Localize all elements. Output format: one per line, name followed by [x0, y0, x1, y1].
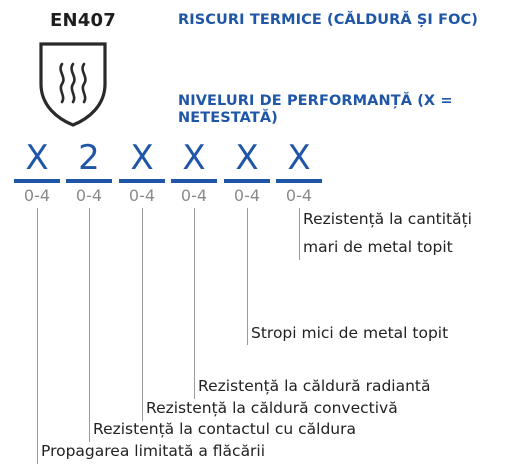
leader-line-5 [247, 208, 248, 345]
hazard-title: RISCURI TERMICE (CĂLDURĂ ȘI FOC) [178, 12, 478, 28]
level-1-underline [14, 179, 60, 183]
description-2: Rezistență la contactul cu căldura [93, 420, 356, 438]
level-2-range: 0-4 [75, 186, 103, 205]
level-4-range: 0-4 [180, 186, 208, 205]
level-5-range: 0-4 [233, 186, 261, 205]
level-2-value: 2 [78, 138, 100, 178]
level-4-underline [171, 179, 217, 183]
leader-line-2 [89, 208, 90, 442]
level-3-value: X [130, 138, 154, 178]
performance-levels-heading: NIVELURI DE PERFORMANȚĂ (X = NETESTATĂ) [178, 93, 453, 126]
level-5-underline [224, 179, 270, 183]
level-1-value: X [25, 138, 49, 178]
level-3-range: 0-4 [128, 186, 156, 205]
standard-code: EN407 [50, 10, 116, 31]
leader-line-4 [194, 208, 195, 399]
level-2-underline [66, 179, 112, 183]
level-6-underline [276, 179, 322, 183]
description-5: Stropi mici de metal topit [251, 324, 449, 342]
description-4: Rezistență la căldură radiantă [198, 377, 431, 395]
description-6-line-1: Rezistență la cantități [303, 210, 472, 228]
description-1: Propagarea limitată a flăcării [41, 442, 266, 460]
description-6-line-2: mari de metal topit [303, 238, 453, 256]
level-5-value: X [235, 138, 259, 178]
level-4-value: X [182, 138, 206, 178]
description-3: Rezistență la căldură convectivă [146, 399, 398, 417]
level-6-range: 0-4 [285, 186, 313, 205]
level-6-value: X [287, 138, 311, 178]
level-1-range: 0-4 [23, 186, 51, 205]
leader-line-1 [37, 208, 38, 464]
leader-line-3 [142, 208, 143, 421]
heat-shield-icon [39, 42, 107, 127]
leader-line-6 [299, 208, 300, 260]
level-3-underline [119, 179, 165, 183]
